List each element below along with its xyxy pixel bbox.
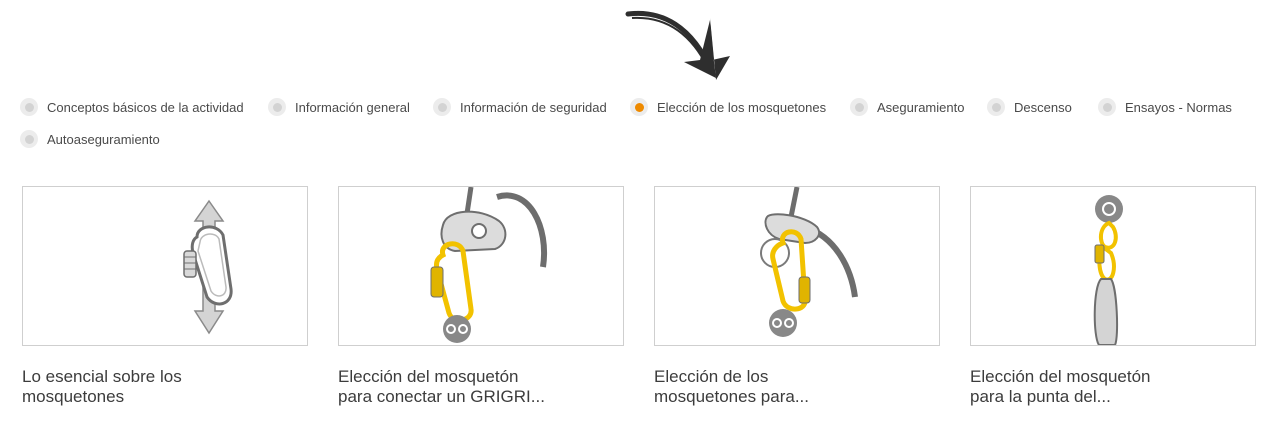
- radio-dot-icon: [1098, 98, 1116, 116]
- tab-label: Ensayos - Normas: [1125, 99, 1232, 115]
- tab-autoaseguramiento[interactable]: Autoaseguramiento: [20, 128, 160, 150]
- tab-conceptos-basicos[interactable]: Conceptos básicos de la actividad: [20, 96, 244, 118]
- tab-informacion-general[interactable]: Información general: [268, 96, 410, 118]
- hand-drawn-arrow-icon: [625, 10, 730, 80]
- tab-label: Información general: [295, 99, 410, 115]
- belay-device-carabiner-illustration: [760, 187, 858, 337]
- tab-label: Aseguramiento: [877, 99, 965, 115]
- card-image-frame: [654, 186, 940, 346]
- caption-line: mosquetones: [22, 387, 125, 406]
- tab-aseguramiento[interactable]: Aseguramiento: [850, 96, 964, 118]
- grigri-carabiner-illustration: [430, 187, 548, 343]
- card-mosqueton-punta[interactable]: Elección del mosquetón para la punta del…: [970, 186, 1256, 407]
- tab-label: Descenso: [1014, 99, 1072, 115]
- card-esencial-mosquetones[interactable]: Lo esencial sobre los mosquetones: [22, 186, 308, 407]
- caption-line: mosquetones para...: [654, 387, 809, 406]
- tab-ensayos-normas[interactable]: Ensayos - Normas: [1098, 96, 1232, 118]
- card-caption: Elección del mosquetón para la punta del…: [970, 367, 1230, 407]
- radio-dot-icon: [20, 98, 38, 116]
- caption-line: Elección del mosquetón: [338, 367, 519, 386]
- radio-dot-icon: [20, 130, 38, 148]
- caption-line: Elección del mosquetón: [970, 367, 1151, 386]
- radio-dot-icon: [987, 98, 1005, 116]
- tab-descenso[interactable]: Descenso: [987, 96, 1072, 118]
- card-caption: Lo esencial sobre los mosquetones: [22, 367, 282, 407]
- tab-label: Conceptos básicos de la actividad: [47, 99, 244, 115]
- tab-informacion-seguridad[interactable]: Información de seguridad: [433, 96, 607, 118]
- tab-label: Información de seguridad: [460, 99, 607, 115]
- card-image-frame: [22, 186, 308, 346]
- lanyard-carabiner-illustration: [1093, 195, 1123, 345]
- caption-line: para conectar un GRIGRI...: [338, 387, 545, 406]
- card-mosqueton-grigri[interactable]: Elección del mosquetón para conectar un …: [338, 186, 624, 407]
- caption-line: Elección de los: [654, 367, 769, 386]
- tab-label: Elección de los mosquetones: [657, 99, 827, 115]
- radio-dot-icon: [850, 98, 868, 116]
- tab-label: Autoaseguramiento: [47, 131, 160, 147]
- caption-line: Lo esencial sobre los: [22, 367, 182, 386]
- radio-dot-active-icon: [630, 98, 648, 116]
- card-caption: Elección de los mosquetones para...: [654, 367, 914, 407]
- radio-dot-icon: [268, 98, 286, 116]
- card-image-frame: [970, 186, 1256, 346]
- card-mosquetones-para[interactable]: Elección de los mosquetones para...: [654, 186, 940, 407]
- caption-line: para la punta del...: [970, 387, 1111, 406]
- card-caption: Elección del mosquetón para conectar un …: [338, 367, 598, 407]
- carabiner-double-arrow-illustration: [183, 199, 233, 335]
- radio-dot-icon: [433, 98, 451, 116]
- card-image-frame: [338, 186, 624, 346]
- tab-eleccion-mosquetones[interactable]: Elección de los mosquetones: [630, 96, 826, 118]
